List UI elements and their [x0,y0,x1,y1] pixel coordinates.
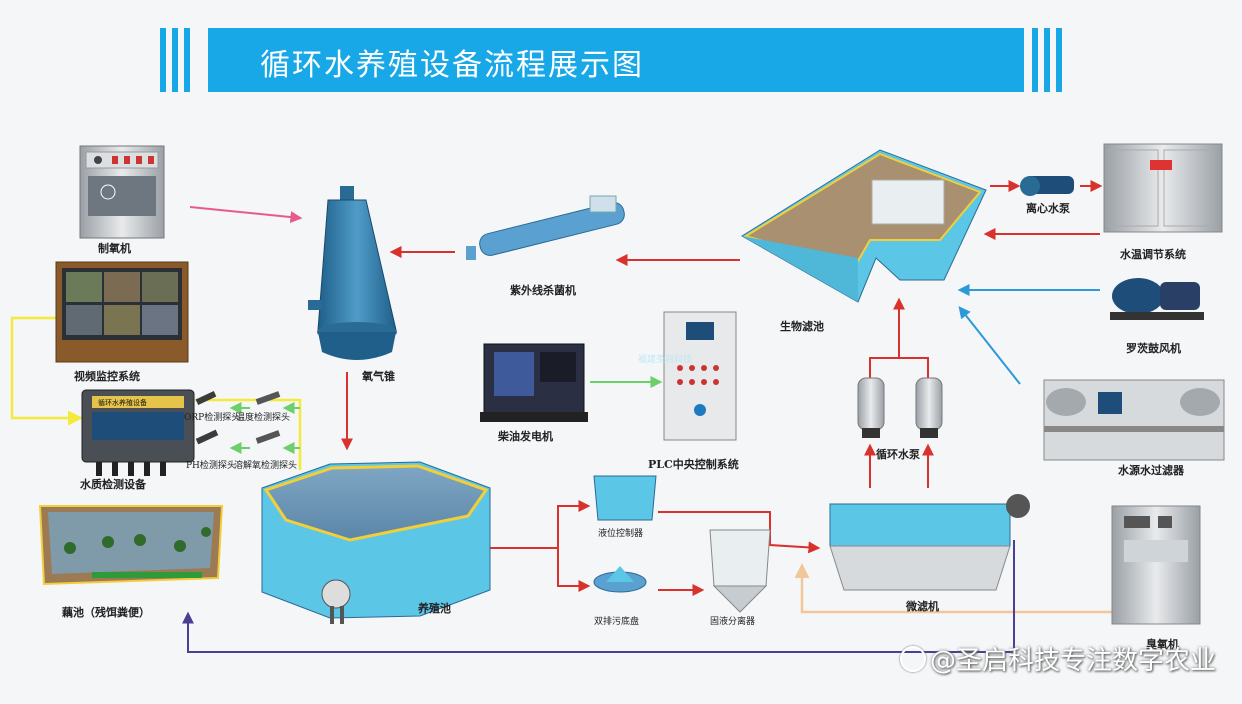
centrifugal-pump [1020,176,1074,196]
uv-sterilizer-machine [466,196,626,260]
label-uv-sterilizer: 紫外线杀菌机 [510,282,576,298]
lotus-pond [40,506,222,584]
watermark-text: @圣启科技专注数字农业 [930,646,1216,676]
label-circulation-pump: 循环水泵 [876,446,920,462]
plc-control-cabinet [664,312,736,440]
label-water-filter: 水源水过滤器 [1118,462,1184,478]
label-video-monitor: 视频监控系统 [74,368,140,384]
temp-control-unit [1104,144,1222,232]
label-temp-control: 水温调节系统 [1120,246,1186,262]
oxygen-cone-tank [308,186,397,360]
pond-to-level-arrow [490,506,588,548]
label-diesel-generator: 柴油发电机 [498,428,553,444]
label-device-plate: 循环水养殖设备 [98,398,147,408]
double-drain-plate [594,566,646,592]
pond-to-drain-arrow [558,548,588,586]
micro-filter-machine [830,494,1030,590]
oxygen-supply-arrow [190,207,300,218]
solid-separator-tank [710,530,770,612]
label-do-probe: 溶解氧检测探头 [234,458,297,471]
culture-pond-tank [262,462,490,624]
label-water-quality: 水质检测设备 [80,476,146,492]
pump-manifold [870,358,928,380]
label-culture-pond: 养殖池 [418,600,451,616]
diesel-generator-machine [480,344,588,422]
label-centrifugal-pump: 离心水泵 [1026,200,1070,216]
label-double-drain: 双排污底盘 [594,614,639,627]
bio-filter-tank [742,150,986,302]
label-ph-probe: PH检测探头 [186,458,236,471]
video-monitor-screen [56,262,188,362]
label-roots-blower: 罗茨鼓风机 [1126,340,1181,356]
label-oxygen-cone: 氧气锥 [362,368,395,384]
label-level-controller: 液位控制器 [598,526,643,539]
oxygen-maker-machine [80,146,164,238]
roots-blower [1110,278,1204,320]
label-temp-probe: 温度检测探头 [236,410,290,423]
label-lotus-pond: 藕池（残饵粪便） [62,604,150,620]
label-orp-probe: ORP检测探头 [184,410,240,423]
label-micro-filter: 微滤机 [906,598,939,614]
label-oxygen-maker: 制氧机 [98,240,131,256]
source-water-filter [1044,380,1224,460]
source-to-bio-arrow [960,308,1020,384]
label-solid-separator: 固液分离器 [710,614,755,627]
level-controller-tank [594,476,656,520]
ozone-machine [1112,506,1200,624]
watermark: @圣启科技专注数字农业 [900,640,1216,677]
label-ghost: 福建圣启科技 [638,352,692,365]
label-bio-filter: 生物滤池 [780,318,824,334]
label-plc: PLC中央控制系统 [648,456,739,472]
watermark-logo-icon [900,646,926,672]
circulation-pumps [858,378,942,438]
